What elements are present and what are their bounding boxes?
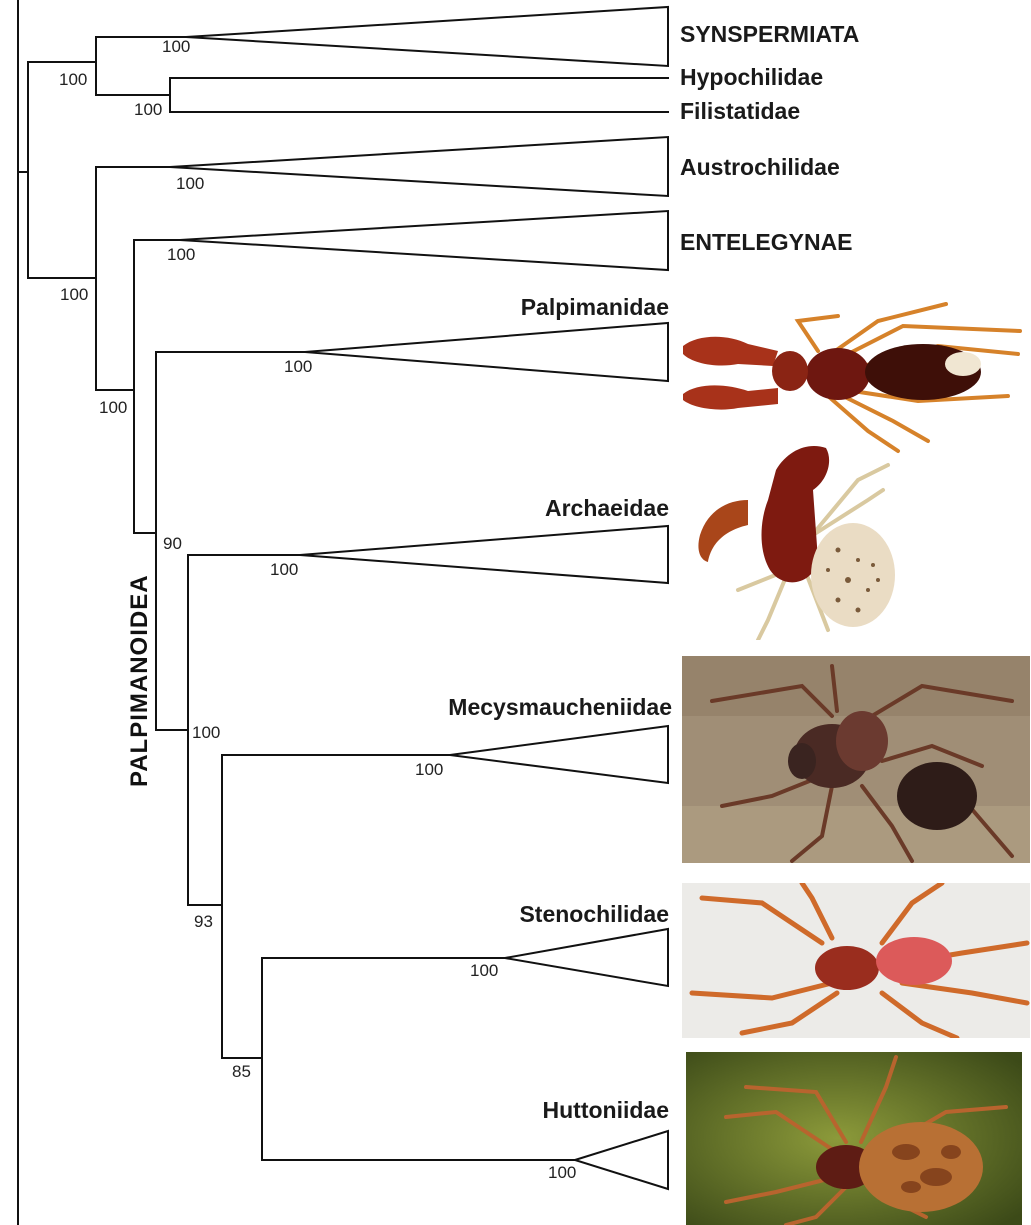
support-value: 100	[284, 357, 312, 376]
support-value: 100	[176, 174, 204, 193]
clade-triangle-palpimanidae	[305, 323, 668, 381]
support-value: 85	[232, 1062, 251, 1081]
tip-label-huttoniidae: Huttoniidae	[543, 1097, 670, 1123]
tip-label-austrochilidae: Austrochilidae	[680, 154, 840, 180]
branch-stenochilidae-huttoniidae	[262, 958, 575, 1160]
clade-triangle-huttoniidae	[575, 1131, 668, 1189]
tip-label-hypochilidae: Hypochilidae	[680, 64, 823, 90]
support-value: 100	[134, 100, 162, 119]
support-value: 100	[192, 723, 220, 742]
support-value: 100	[162, 37, 190, 56]
support-value: 93	[194, 912, 213, 931]
tip-label-entelegynae: ENTELEGYNAE	[680, 229, 853, 255]
tip-label-stenochilidae: Stenochilidae	[519, 901, 669, 927]
tip-label-mecysmaucheniidae: Mecysmaucheniidae	[448, 694, 672, 720]
tip-label-filistatidae: Filistatidae	[680, 98, 800, 124]
huttoniidae-photo	[686, 1052, 1022, 1225]
support-value: 100	[270, 560, 298, 579]
clade-triangle-synspermiata	[186, 7, 668, 66]
palpimanidae-photo	[678, 296, 1028, 456]
stenochilidae-photo	[682, 883, 1030, 1038]
tip-label-synspermiata: SYNSPERMIATA	[680, 21, 859, 47]
support-value: 100	[548, 1163, 576, 1182]
support-value: 100	[60, 285, 88, 304]
clade-triangle-stenochilidae	[505, 929, 668, 986]
support-value: 90	[163, 534, 182, 553]
clade-triangle-archaeidae	[300, 526, 668, 583]
support-value: 100	[470, 961, 498, 980]
archaeidae-photo	[688, 440, 898, 640]
clade-triangle-austrochilidae	[170, 137, 668, 196]
tip-label-archaeidae: Archaeidae	[545, 495, 669, 521]
branch-hypo-fili	[170, 78, 668, 112]
branch-mecysmaucheniidae-rest	[222, 755, 450, 1058]
support-value: 100	[99, 398, 127, 417]
support-value: 100	[59, 70, 87, 89]
tip-label-palpimanidae: Palpimanidae	[521, 294, 669, 320]
group-label-palpimanoidea: PALPIMANOIDEA	[126, 574, 153, 787]
support-value: 100	[167, 245, 195, 264]
support-value: 100	[415, 760, 443, 779]
clade-triangle-entelegynae	[180, 211, 668, 270]
mecysmaucheniidae-photo	[682, 656, 1030, 863]
branch-root	[28, 62, 96, 278]
clade-triangle-mecysmaucheniidae	[450, 726, 668, 783]
